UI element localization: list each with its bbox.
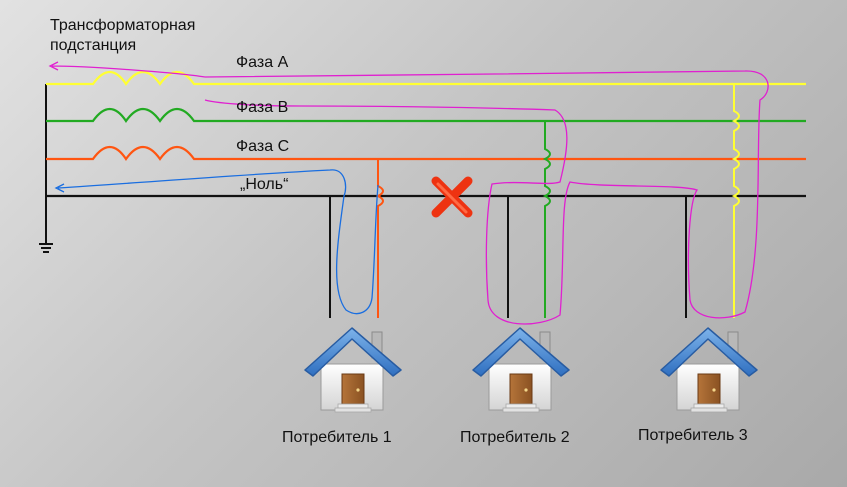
house-icon	[472, 327, 570, 413]
broken-neutral-cross-icon	[431, 176, 473, 218]
ground-icon	[39, 84, 53, 253]
house-icon	[304, 327, 402, 413]
phase-a-label: Фаза А	[236, 54, 289, 71]
consumer-1-label: Потребитель 1	[282, 429, 392, 446]
phase-b-label: Фаза В	[236, 99, 288, 116]
phase-c-line	[46, 145, 806, 161]
substation-label-line2: подстанция	[50, 37, 136, 54]
house-icon	[660, 327, 758, 413]
consumer-2-label: Потребитель 2	[460, 429, 570, 446]
consumer-3-label: Потребитель 3	[638, 427, 748, 444]
phase-b-line	[46, 107, 806, 123]
consumer-1-phase-c-drop	[375, 159, 384, 318]
current-path-blue	[57, 169, 379, 315]
neutral-label: „Ноль“	[240, 176, 288, 193]
consumer-3-phase-a-drop	[731, 84, 740, 318]
phase-a-line	[46, 70, 806, 86]
consumer-2-phase-b-drop	[542, 121, 551, 318]
current-path-blue-arrow	[54, 183, 65, 193]
phase-c-label: Фаза С	[236, 138, 289, 155]
current-path-magenta	[48, 61, 769, 325]
substation-label-line1: Трансформаторная	[50, 17, 195, 34]
